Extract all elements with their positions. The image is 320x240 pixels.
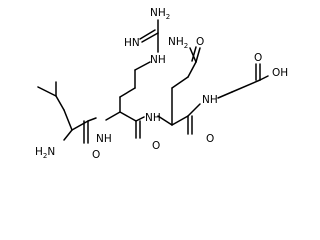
bond-guan-c-nh-double-b [139, 29, 156, 40]
bond-gly-c-oh [259, 75, 269, 81]
bond-gln-ca-c [171, 115, 189, 126]
label-o-acid: O [254, 52, 262, 64]
molecule-diagram: NH2 HN NH O NH2 OH O NH NH O NH O H2N O [35, 7, 288, 161]
bond-arg-ca-c [119, 111, 137, 122]
label-o-leucine: O [92, 149, 100, 161]
label-oh-acid: OH [272, 67, 288, 79]
bond-gln-cd-o-b [191, 46, 197, 62]
bond-leu-cg-cb [55, 95, 65, 111]
bond-leu-ca-n [63, 129, 73, 141]
bond-gln-cb-cg [171, 76, 189, 89]
bond-gly-ca-c [231, 79, 261, 93]
label-hn-guanidine: HN [124, 37, 140, 49]
bond-gln-nh-ca [157, 115, 173, 126]
bond-gln-cd-o-a [195, 47, 201, 63]
bond-gly-nh-ca [217, 91, 233, 99]
label-nh2-top: NH2 [150, 7, 170, 21]
bond-gln-cg-cd [187, 61, 197, 78]
label-nh-glycine: NH [202, 94, 218, 106]
bond-cg-cb [119, 87, 136, 98]
bond-guan-c-nh-double-a [141, 32, 159, 43]
structure-canvas: NH2 HN NH O NH2 OH O NH NH O NH O H2N O [35, 7, 289, 161]
label-nh-guanidine: NH [150, 54, 166, 66]
bond-leu-c-nh [87, 117, 97, 122]
bond-arg-ca-nh [105, 111, 121, 121]
bond-gln-c-nh [187, 103, 201, 117]
bond-gln-cd-nh2 [189, 47, 197, 63]
label-nh-arginine: NH [145, 112, 161, 124]
atom-labels: NH2 HN NH O NH2 OH O NH NH O NH O H2N O [35, 7, 288, 161]
label-h2n-leucine: H2N [35, 146, 55, 160]
label-o-side-amide: O [196, 36, 204, 48]
bond-nh-cd [134, 61, 151, 71]
bond-leu-cb-ca [63, 109, 73, 131]
bond-arg-c-nh [135, 116, 145, 122]
label-nh-leucine: NH [96, 133, 112, 145]
label-nh2-side: NH2 [168, 36, 188, 50]
label-o-arginine: O [152, 140, 160, 152]
label-o-glutamine: O [206, 133, 214, 145]
bonds [37, 19, 269, 144]
bond-leu-me-cg [37, 86, 57, 97]
bond-leu-ca-c [71, 120, 89, 131]
